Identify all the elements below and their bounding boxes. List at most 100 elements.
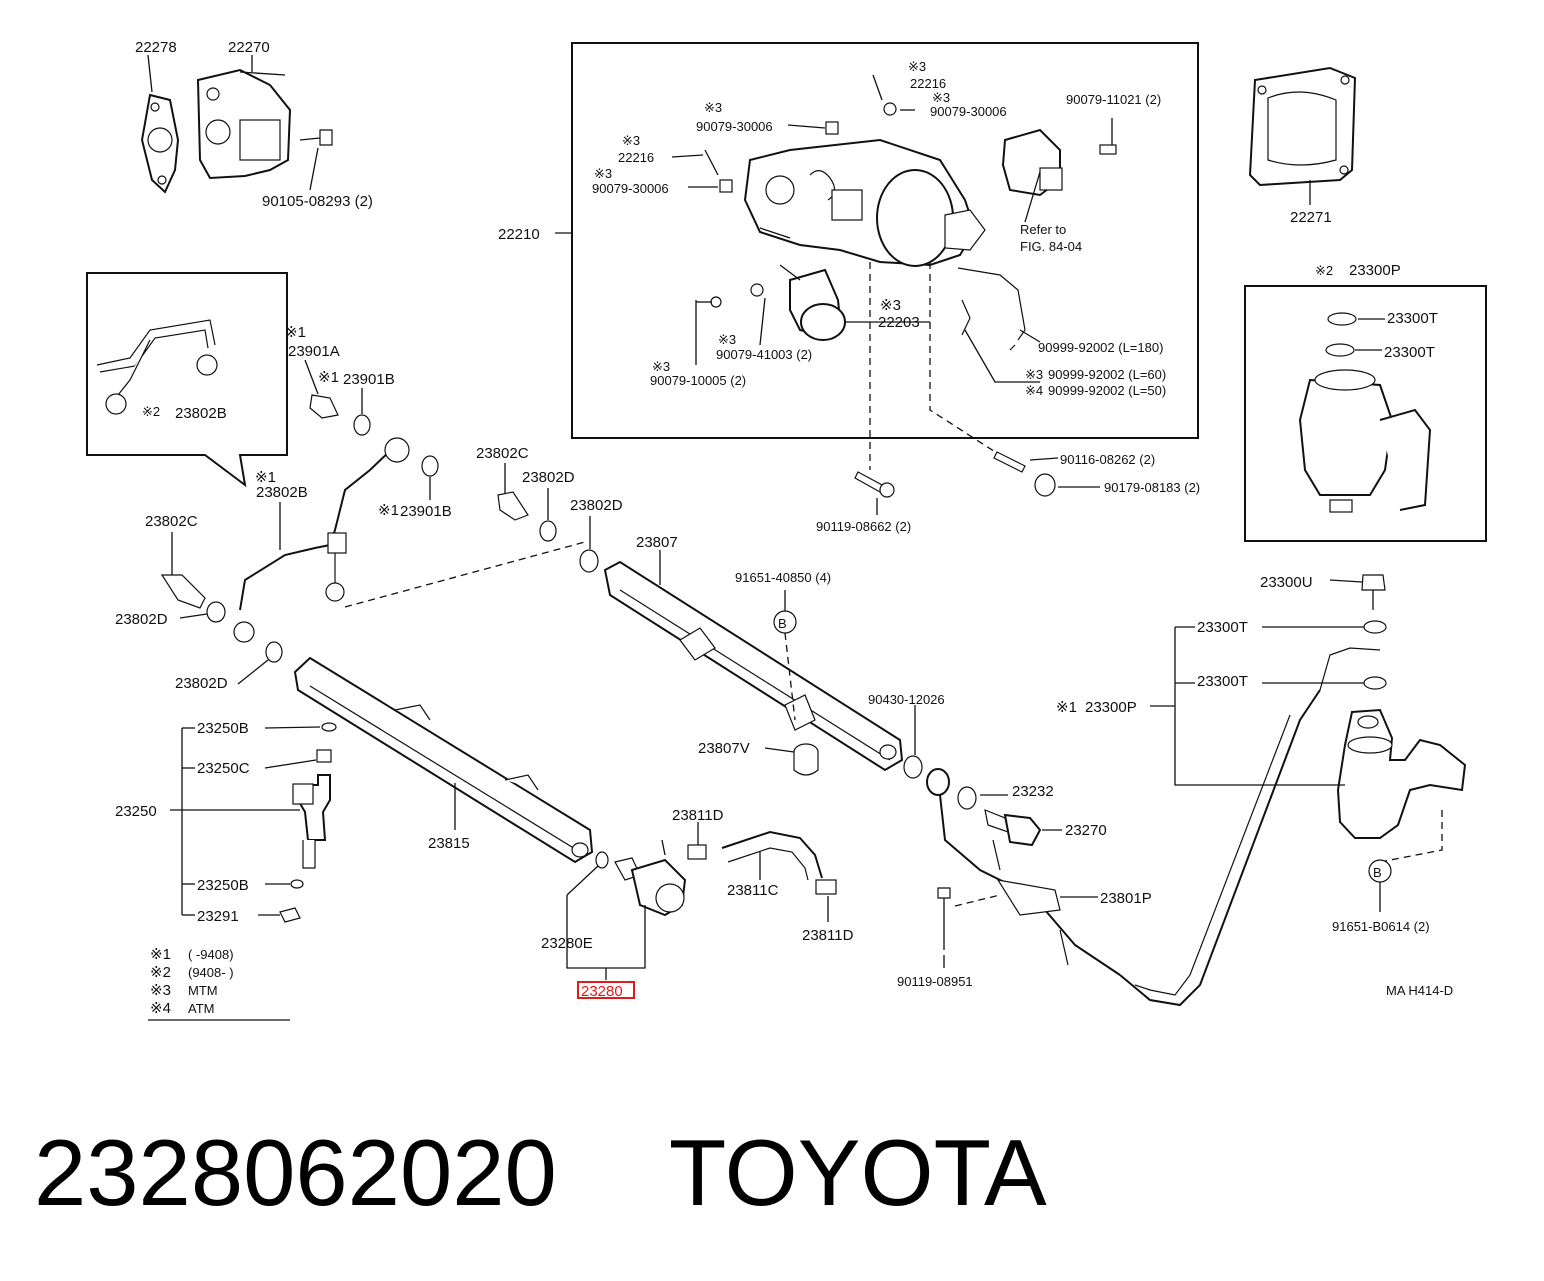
valve-23270 xyxy=(984,809,1042,847)
label-inset-23300p: 23300P xyxy=(1349,262,1401,279)
bolt-90105 xyxy=(299,129,333,146)
label-refer-to: Refer to xyxy=(1020,222,1066,237)
label-90105-08293: 90105-08293 (2) xyxy=(262,193,373,210)
mark-22216a: ※3 xyxy=(704,100,722,115)
label-23232: 23232 xyxy=(1012,783,1054,800)
label-hose-50: 90999-92002 (L=50) xyxy=(1048,383,1166,398)
gasket-23901b-1 xyxy=(353,414,371,436)
gasket-22271 xyxy=(1248,66,1357,187)
label-22210: 22210 xyxy=(498,226,540,243)
label-23802b: 23802B xyxy=(256,484,308,501)
label-23250b-1: 23250B xyxy=(197,720,249,737)
valve-22203 xyxy=(779,264,846,341)
bolt-90119-08951 xyxy=(937,887,951,950)
fuel-pipe-23801p xyxy=(926,768,1121,976)
label-23802d-m1: 23802D xyxy=(522,469,575,486)
label-23802d-m2: 23802D xyxy=(570,497,623,514)
hose-23811c xyxy=(721,830,823,881)
label-22270: 22270 xyxy=(228,39,270,56)
mark-22203: ※3 xyxy=(880,297,901,314)
insulator-23807v xyxy=(793,743,819,776)
delivery-pipe-23815 xyxy=(293,656,594,864)
label-23250b-2: 23250B xyxy=(197,877,249,894)
label-23815: 23815 xyxy=(428,835,470,852)
diagram-code: MA H414-D xyxy=(1386,983,1453,998)
label-91651-b0614: 91651-B0614 (2) xyxy=(1332,919,1430,934)
mark-90079-b: ※3 xyxy=(932,90,950,105)
label-22216-b: 22216 xyxy=(618,150,654,165)
label-hose-60: 90999-92002 (L=60) xyxy=(1048,367,1166,382)
label-90179-08183: 90179-08183 (2) xyxy=(1104,480,1200,495)
mark-inset: ※2 xyxy=(1315,263,1333,278)
legend-text-3: MTM xyxy=(188,983,218,998)
gasket-23802d-l2 xyxy=(265,641,283,663)
mark-90079-c: ※3 xyxy=(594,166,612,181)
label-23291: 23291 xyxy=(197,908,239,925)
label-90119-08662: 90119-08662 (2) xyxy=(816,519,911,534)
label-90079-30006-b: 90079-30006 xyxy=(930,104,1007,119)
label-inset-23300t-1: 23300T xyxy=(1387,310,1438,327)
clamp-23811d-1 xyxy=(687,844,707,860)
label-hose-180: 90999-92002 (L=180) xyxy=(1038,340,1163,355)
bolt-90119-08662 xyxy=(854,471,895,498)
delivery-pipe-23807 xyxy=(603,560,904,772)
label-90079-30006-a: 90079-30006 xyxy=(696,119,773,134)
label-90119-08951: 90119-08951 xyxy=(897,974,973,989)
nut-90179 xyxy=(1034,473,1056,497)
mark-hose-60: ※3 xyxy=(1025,367,1043,382)
mark-90079-10005: ※3 xyxy=(652,359,670,374)
legend-text-2: (9408- ) xyxy=(188,965,234,980)
legend-text-4: ATM xyxy=(188,1001,214,1016)
label-refer-fig: FIG. 84-04 xyxy=(1020,239,1082,254)
label-23801p: 23801P xyxy=(1100,890,1152,907)
label-23250: 23250 xyxy=(115,803,157,820)
label-23802d-l2: 23802D xyxy=(175,675,228,692)
legend-mark-2: ※2 xyxy=(150,964,171,981)
vsv-inset xyxy=(1298,312,1432,513)
label-bolt-b2: B xyxy=(1373,865,1382,880)
label-23300t-2: 23300T xyxy=(1197,673,1248,690)
union-23802c-mid xyxy=(497,491,529,521)
gasket-23232 xyxy=(957,786,977,810)
clamp-23811d-2 xyxy=(815,879,837,895)
bolt-23300u xyxy=(1361,574,1386,610)
label-inset-23300t-2: 23300T xyxy=(1384,344,1435,361)
gasket-22278 xyxy=(140,93,180,194)
label-23300t-1: 23300T xyxy=(1197,619,1248,636)
mark-23901b-2: ※1 xyxy=(378,502,399,519)
mark-hose-50: ※4 xyxy=(1025,383,1043,398)
label-23250c: 23250C xyxy=(197,760,250,777)
label-22216-a: 22216 xyxy=(910,76,946,91)
pipe-23802b xyxy=(233,437,410,643)
mark-22216-b: ※3 xyxy=(622,133,640,148)
gasket-23802d-m1 xyxy=(539,520,557,542)
footer-title: 2328062020 TOYOTA xyxy=(34,1118,1047,1228)
legend-mark-1: ※1 xyxy=(150,946,171,963)
mark-23802b: ※1 xyxy=(255,469,276,486)
mark-23300p: ※1 xyxy=(1056,699,1077,716)
vsv-23300p xyxy=(1336,708,1467,839)
label-23280e: 23280E xyxy=(541,935,593,952)
mark-22216a-top: ※3 xyxy=(908,59,926,74)
label-23807: 23807 xyxy=(636,534,678,551)
footer-part-number: 2328062020 xyxy=(34,1120,557,1225)
highlight-23280 xyxy=(577,981,635,999)
label-23807v: 23807V xyxy=(698,740,750,757)
legend: ※1 ( -9408) ※2 (9408- ) ※3 MTM ※4 ATM xyxy=(148,946,290,1021)
label-91651-40850: 91651-40850 (4) xyxy=(735,570,831,585)
label-90079-41003: 90079-41003 (2) xyxy=(716,347,812,362)
union-23901a xyxy=(309,394,339,419)
screw-hose xyxy=(957,267,1026,351)
label-23802c-left: 23802C xyxy=(145,513,198,530)
gasket-90430 xyxy=(903,755,923,779)
label-23270: 23270 xyxy=(1065,822,1107,839)
gasket-23901b-2 xyxy=(421,455,439,477)
throttle-body-22210 xyxy=(743,138,986,267)
union-23802c-left xyxy=(160,574,206,609)
label-90116-08262: 90116-08262 (2) xyxy=(1060,452,1155,467)
legend-text-1: ( -9408) xyxy=(188,947,234,962)
gasket-23802d-l1 xyxy=(206,601,226,623)
mark-90079-41003: ※3 xyxy=(718,332,736,347)
legend-mark-4: ※4 xyxy=(150,1000,171,1017)
